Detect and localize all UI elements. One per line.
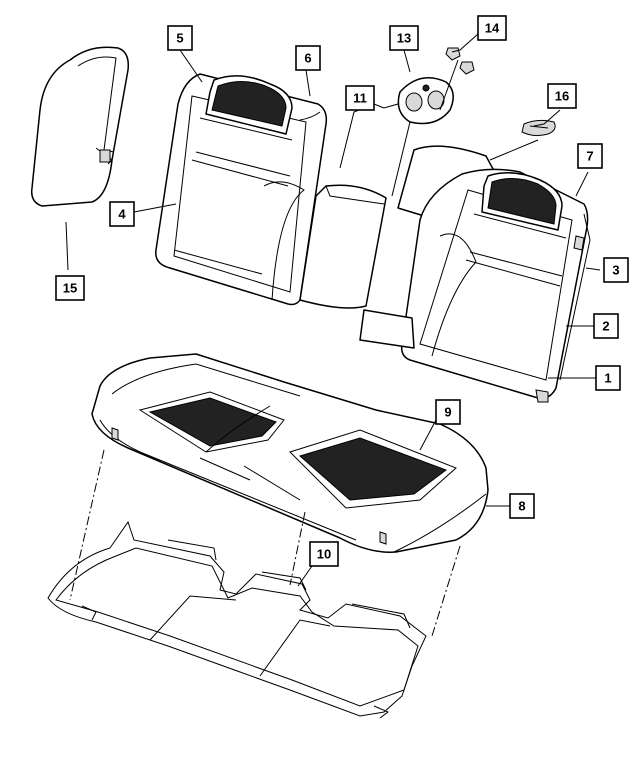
callout-16: 16 bbox=[547, 83, 577, 109]
callout-9: 9 bbox=[435, 399, 461, 425]
armrest-pad-part-15 bbox=[30, 46, 130, 207]
bracket-part-13 bbox=[397, 77, 454, 125]
svg-text:13: 13 bbox=[397, 31, 411, 46]
svg-text:16: 16 bbox=[555, 89, 569, 104]
left-seat-back bbox=[155, 73, 328, 306]
svg-text:9: 9 bbox=[444, 405, 451, 420]
svg-text:7: 7 bbox=[586, 149, 593, 164]
svg-text:10: 10 bbox=[317, 547, 331, 562]
callout-3: 3 bbox=[603, 257, 629, 283]
svg-text:4: 4 bbox=[118, 207, 126, 222]
svg-text:2: 2 bbox=[602, 319, 609, 334]
svg-text:6: 6 bbox=[304, 51, 311, 66]
seat-cushion-part-8 bbox=[91, 353, 489, 553]
callout-7: 7 bbox=[577, 143, 603, 169]
right-seat-back bbox=[359, 145, 591, 403]
callout-4: 4 bbox=[109, 201, 135, 227]
svg-text:5: 5 bbox=[176, 31, 183, 46]
callout-11: 11 bbox=[345, 85, 375, 111]
svg-text:3: 3 bbox=[612, 263, 619, 278]
svg-text:1: 1 bbox=[604, 371, 611, 386]
callout-1: 1 bbox=[595, 365, 621, 391]
latch-bezel-part-16 bbox=[521, 119, 556, 137]
svg-text:8: 8 bbox=[518, 499, 525, 514]
center-panel-part-11 bbox=[299, 184, 387, 309]
callout-10: 10 bbox=[309, 541, 339, 567]
svg-text:11: 11 bbox=[353, 91, 367, 106]
callout-5: 5 bbox=[167, 25, 193, 51]
callout-8: 8 bbox=[509, 493, 535, 519]
callout-2: 2 bbox=[593, 313, 619, 339]
callout-14: 14 bbox=[477, 15, 507, 41]
svg-text:15: 15 bbox=[63, 281, 77, 296]
callout-6: 6 bbox=[295, 45, 321, 71]
callout-13: 13 bbox=[389, 25, 419, 51]
fasteners-part-14 bbox=[445, 47, 475, 75]
svg-text:14: 14 bbox=[485, 21, 500, 36]
seat-frame-part-10 bbox=[47, 520, 427, 719]
callout-15: 15 bbox=[55, 275, 85, 301]
